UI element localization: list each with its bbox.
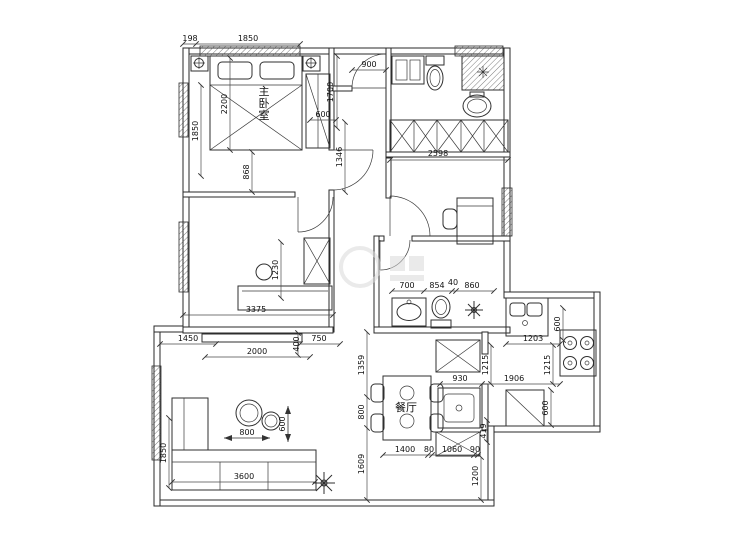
coffee-table-icon xyxy=(235,399,281,431)
plant-icon xyxy=(465,301,483,319)
wall-kitchen-bottom xyxy=(487,425,601,433)
nightstand-lamp-icon xyxy=(302,55,321,72)
dimension-label: 3600 xyxy=(234,472,254,481)
dimension-label: 600 xyxy=(553,316,562,331)
window xyxy=(151,365,162,461)
room-label: 主卧室 xyxy=(259,85,270,122)
shower-area-icon xyxy=(461,55,505,91)
wardrobe-icon xyxy=(305,73,331,149)
dining-cabinet-icon xyxy=(435,339,481,373)
dimension-label: 1850 xyxy=(191,121,200,141)
dimension-label: 1609 xyxy=(357,454,366,474)
wardrobe-row-icon xyxy=(389,119,509,153)
pedestal-sink-icon xyxy=(462,91,492,118)
wall-right-upper xyxy=(503,47,511,299)
dimension-label: 700 xyxy=(399,281,414,290)
dimension-label: 1359 xyxy=(357,355,366,375)
wall-right-lower xyxy=(487,425,495,507)
door-arc xyxy=(297,196,334,233)
dimension-label: 800 xyxy=(357,404,366,419)
wall-living-top-b xyxy=(373,326,511,334)
dimension-label: 90 xyxy=(470,445,480,454)
window xyxy=(501,187,513,237)
dining-table-icon xyxy=(370,375,444,441)
dimension-label: 868 xyxy=(242,164,251,179)
dimension-label: 1203 xyxy=(523,334,543,343)
dimension-label: 854 xyxy=(429,281,444,290)
window xyxy=(178,221,189,293)
dimension-labels: 198 1850 900 1700 600 2200 1850 868 1346 2598 1230… xyxy=(159,34,562,486)
dimension-label: 1346 xyxy=(335,147,344,167)
furniture xyxy=(171,55,597,494)
doors xyxy=(297,53,431,271)
window xyxy=(199,45,301,57)
wall-kitchen-top xyxy=(503,291,601,299)
bed-icon xyxy=(209,55,303,151)
kitchen-counter-icon xyxy=(505,389,545,427)
dimension-label: 1400 xyxy=(395,445,415,454)
dimension-label: 1906 xyxy=(504,374,524,383)
dimension-label: 1215 xyxy=(543,355,552,375)
dimension-label: 400 xyxy=(292,336,301,351)
dimension-label: 800 xyxy=(239,428,254,437)
stove-icon xyxy=(559,329,597,377)
dimension-label: 2000 xyxy=(247,347,267,356)
dimension-label: 2598 xyxy=(428,149,448,158)
wall-kitchen-right xyxy=(593,291,601,433)
dimension-label: 1060 xyxy=(442,445,462,454)
dimension-label: 1215 xyxy=(481,355,490,375)
tv-cabinet-icon xyxy=(201,333,303,343)
wall-midroom-left xyxy=(385,157,392,199)
wall-vestibule xyxy=(332,85,353,92)
dimension-lines xyxy=(156,40,567,504)
desk-chair-icon xyxy=(442,197,494,245)
nightstand-lamp-icon xyxy=(190,55,209,72)
dimension-label: 600 xyxy=(278,416,287,431)
bathroom-vanity-icon xyxy=(391,297,427,327)
dimension-label: 80 xyxy=(424,445,434,454)
dimension-label: 600 xyxy=(315,110,330,119)
dimension-label: 419 xyxy=(479,423,488,438)
dimension-label: 198 xyxy=(182,34,197,43)
dimension-label: 1450 xyxy=(178,334,198,343)
wall-midbath-top xyxy=(411,235,511,242)
door-arc xyxy=(351,53,387,89)
plant-icon xyxy=(313,472,335,494)
windows xyxy=(151,45,513,461)
door-arc xyxy=(389,195,431,237)
window xyxy=(454,45,504,57)
wall-hall-right-lower xyxy=(373,235,380,333)
dimension-label: 1850 xyxy=(159,443,168,463)
dimension-label: 3375 xyxy=(246,305,266,314)
wardrobe-icon xyxy=(303,237,331,285)
room-label: 餐厅 xyxy=(395,400,417,414)
dimension-label: 1200 xyxy=(471,466,480,486)
wall-dining-right-upper xyxy=(481,331,489,355)
desk-icon xyxy=(237,263,333,311)
dimension-label: 900 xyxy=(361,60,376,69)
toilet-icon xyxy=(425,55,445,91)
dimension-label: 600 xyxy=(541,400,550,415)
door-arc xyxy=(332,149,374,191)
dimension-label: 930 xyxy=(452,374,467,383)
wall-bottom xyxy=(153,499,495,507)
kitchen-sink-icon xyxy=(505,297,549,337)
dimension-label: 860 xyxy=(464,281,479,290)
dimension-label: 1850 xyxy=(238,34,258,43)
wall-living-top-a xyxy=(182,326,334,334)
vanity-cabinet-icon xyxy=(391,55,425,85)
dimension-label: 750 xyxy=(311,334,326,343)
dimension-label: 40 xyxy=(448,278,458,287)
dimension-label: 1230 xyxy=(271,260,280,280)
toilet-icon xyxy=(430,295,452,329)
dimension-label: 1700 xyxy=(326,82,335,102)
sideboard-icon xyxy=(437,387,481,429)
wall-bedroom-divider xyxy=(182,191,296,198)
dimension-label: 2200 xyxy=(220,94,229,114)
watermark-logo-icon xyxy=(339,246,424,288)
window xyxy=(178,82,189,138)
